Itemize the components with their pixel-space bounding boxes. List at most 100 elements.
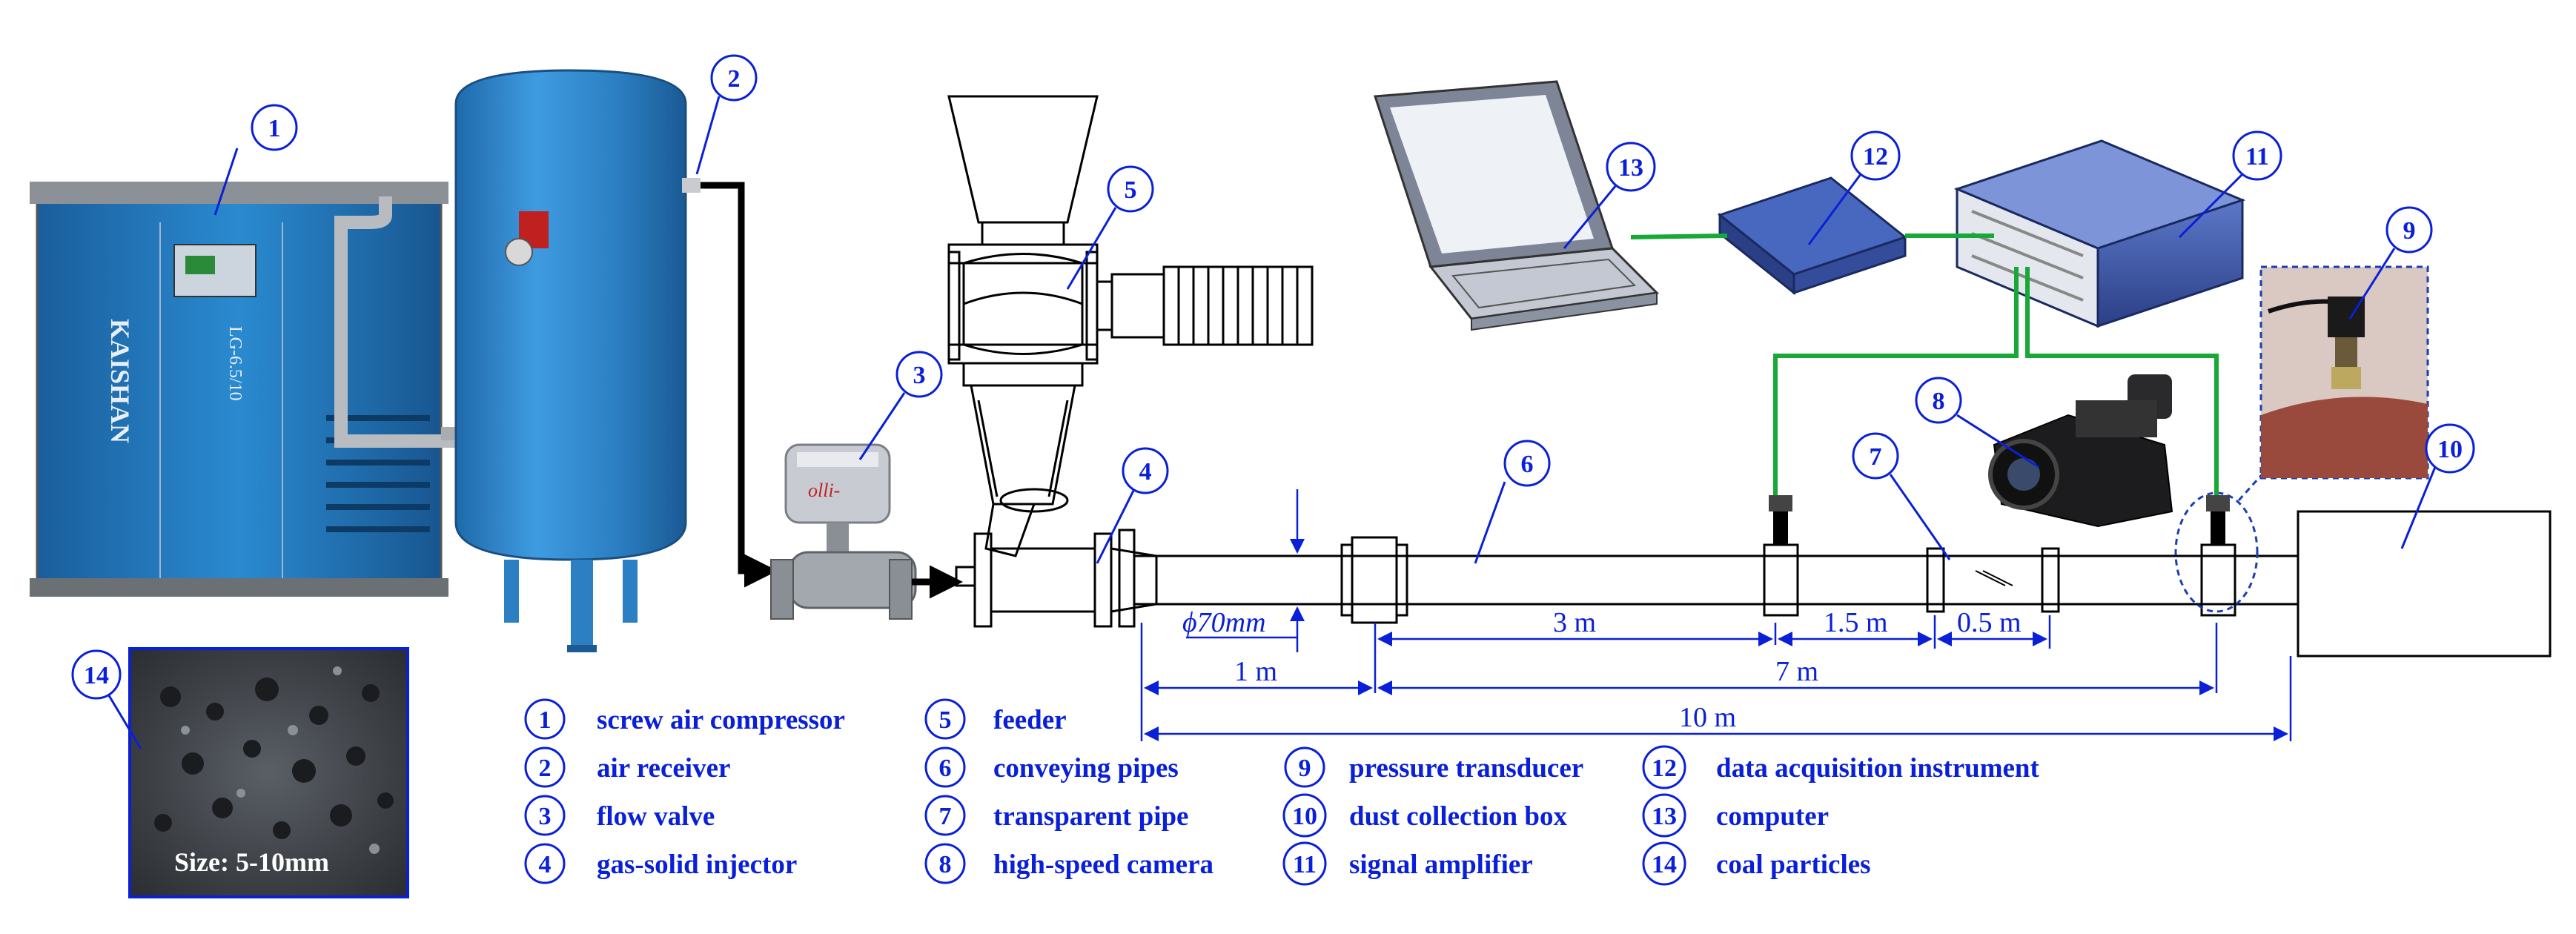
callout-10: 10 [2400,423,2475,549]
legend-item-12: 12 data acquisition instrument [1642,745,2040,789]
svg-text:11: 11 [2245,143,2269,170]
compressor-model-text: LG-6.5/10 [225,326,245,401]
legend-item-3: 3 flow valve [524,795,715,836]
svg-text:8: 8 [1933,388,1945,415]
computer [1373,80,1660,331]
callout-7: 7 [1852,432,1951,560]
svg-text:1: 1 [539,706,552,734]
svg-text:9: 9 [1299,755,1311,782]
svg-text:screw air compressor: screw air compressor [597,705,845,735]
svg-text:4: 4 [1139,458,1152,486]
coal-size-label: Size: 5-10mm [174,847,329,877]
svg-text:gas-solid injector: gas-solid injector [597,849,797,880]
svg-text:3: 3 [913,362,926,389]
dimension-lines [1140,489,2292,741]
signal-cables [1630,234,2219,495]
svg-text:computer: computer [1716,801,1829,832]
dust-collection-box [2297,510,2552,658]
legend-item-11: 11 signal amplifier [1282,841,1533,886]
pipe-pressure-sensors [1769,495,2230,545]
valve-brand-text: olli- [808,480,840,501]
svg-text:1: 1 [268,115,281,142]
svg-text:10: 10 [2437,436,2463,463]
callout-3: 3 [858,351,943,460]
pressure-transducer-photo [2259,265,2429,480]
legend-item-14: 14 coal particles [1642,841,1871,886]
svg-text:14: 14 [1652,851,1677,878]
svg-text:7: 7 [939,803,952,830]
dim-1m: 1 m [1234,656,1277,687]
gas-solid-injector [955,529,1158,628]
screw-air-compressor: KAISHAN LG-6.5/10 [30,182,460,597]
dim-1-5m: 1.5 m [1824,607,1888,638]
svg-text:3: 3 [539,803,552,830]
callout-11: 11 [2178,130,2282,239]
dim-10m: 10 m [1679,702,1736,733]
svg-text:11: 11 [1293,851,1317,878]
flow-valve: olli- [770,443,917,620]
callout-1: 1 [213,104,298,216]
svg-text:7: 7 [1870,443,1882,471]
compressor-brand-text: KAISHAN [105,319,135,443]
receiver-outlet-line [701,182,778,588]
callout-14: 14 [71,649,142,749]
callout-5: 5 [1066,165,1154,290]
feeder [947,95,1314,557]
callout-6: 6 [1474,440,1551,564]
svg-text:coal particles: coal particles [1716,849,1871,880]
callout-13: 13 [1563,142,1656,249]
svg-text:dust collection box: dust collection box [1349,801,1567,832]
callout-2: 2 [695,54,758,175]
svg-text:5: 5 [939,706,952,734]
legend-item-10: 10 dust collection box [1282,793,1567,838]
callout-4: 4 [1096,447,1169,564]
svg-text:signal amplifier: signal amplifier [1349,849,1533,880]
legend-item-7: 7 transparent pipe [924,795,1188,836]
legend-item-8: 8 high-speed camera [924,843,1213,884]
svg-text:6: 6 [1521,451,1534,478]
svg-text:5: 5 [1125,176,1137,204]
svg-text:2: 2 [539,755,552,782]
callout-8: 8 [1915,377,2039,468]
legend-item-4: 4 gas-solid injector [524,843,797,884]
callout-12: 12 [1807,130,1901,245]
high-speed-camera [1988,374,2173,528]
svg-text:high-speed camera: high-speed camera [993,849,1213,880]
dim-7m: 7 m [1775,656,1818,687]
svg-text:conveying pipes: conveying pipes [993,753,1179,784]
svg-text:4: 4 [539,851,552,878]
svg-text:13: 13 [1652,803,1677,830]
svg-text:12: 12 [1652,755,1677,782]
svg-text:flow valve: flow valve [597,801,715,832]
svg-text:2: 2 [728,65,741,93]
svg-text:transparent pipe: transparent pipe [993,801,1188,832]
svg-text:9: 9 [2403,217,2416,245]
svg-text:8: 8 [939,851,952,878]
svg-text:12: 12 [1863,143,1888,170]
legend-item-2: 2 air receiver [524,746,730,788]
dim-diameter: ϕ70mm [1182,607,1266,638]
dim-0-5m: 0.5 m [1957,607,2022,638]
data-acquisition-instrument [1717,176,1908,296]
conveying-pipes [1134,536,2335,624]
svg-text:6: 6 [939,755,952,782]
legend-item-9: 9 pressure transducer [1284,746,1583,788]
dim-3m: 3 m [1553,607,1596,638]
legend: 1 screw air compressor 2 air receiver 3 flo… [524,698,2040,886]
callout-9: 9 [2348,206,2433,319]
svg-text:13: 13 [1618,154,1643,182]
signal-amplifier [1953,139,2246,328]
svg-text:pressure transducer: pressure transducer [1349,753,1583,784]
legend-item-1: 1 screw air compressor [524,698,845,740]
legend-item-5: 5 feeder [924,698,1067,740]
coal-particles-photo: Size: 5-10mm [128,647,409,898]
svg-text:14: 14 [84,662,109,689]
svg-text:air receiver: air receiver [597,753,730,784]
svg-text:10: 10 [1292,803,1317,830]
svg-text:data acquisition instrument: data acquisition instrument [1716,753,2040,784]
legend-item-13: 13 computer [1642,793,1829,838]
air-receiver-tank [454,69,701,652]
svg-text:feeder: feeder [993,705,1067,735]
sensor-detail-ellipse [2174,491,2259,613]
